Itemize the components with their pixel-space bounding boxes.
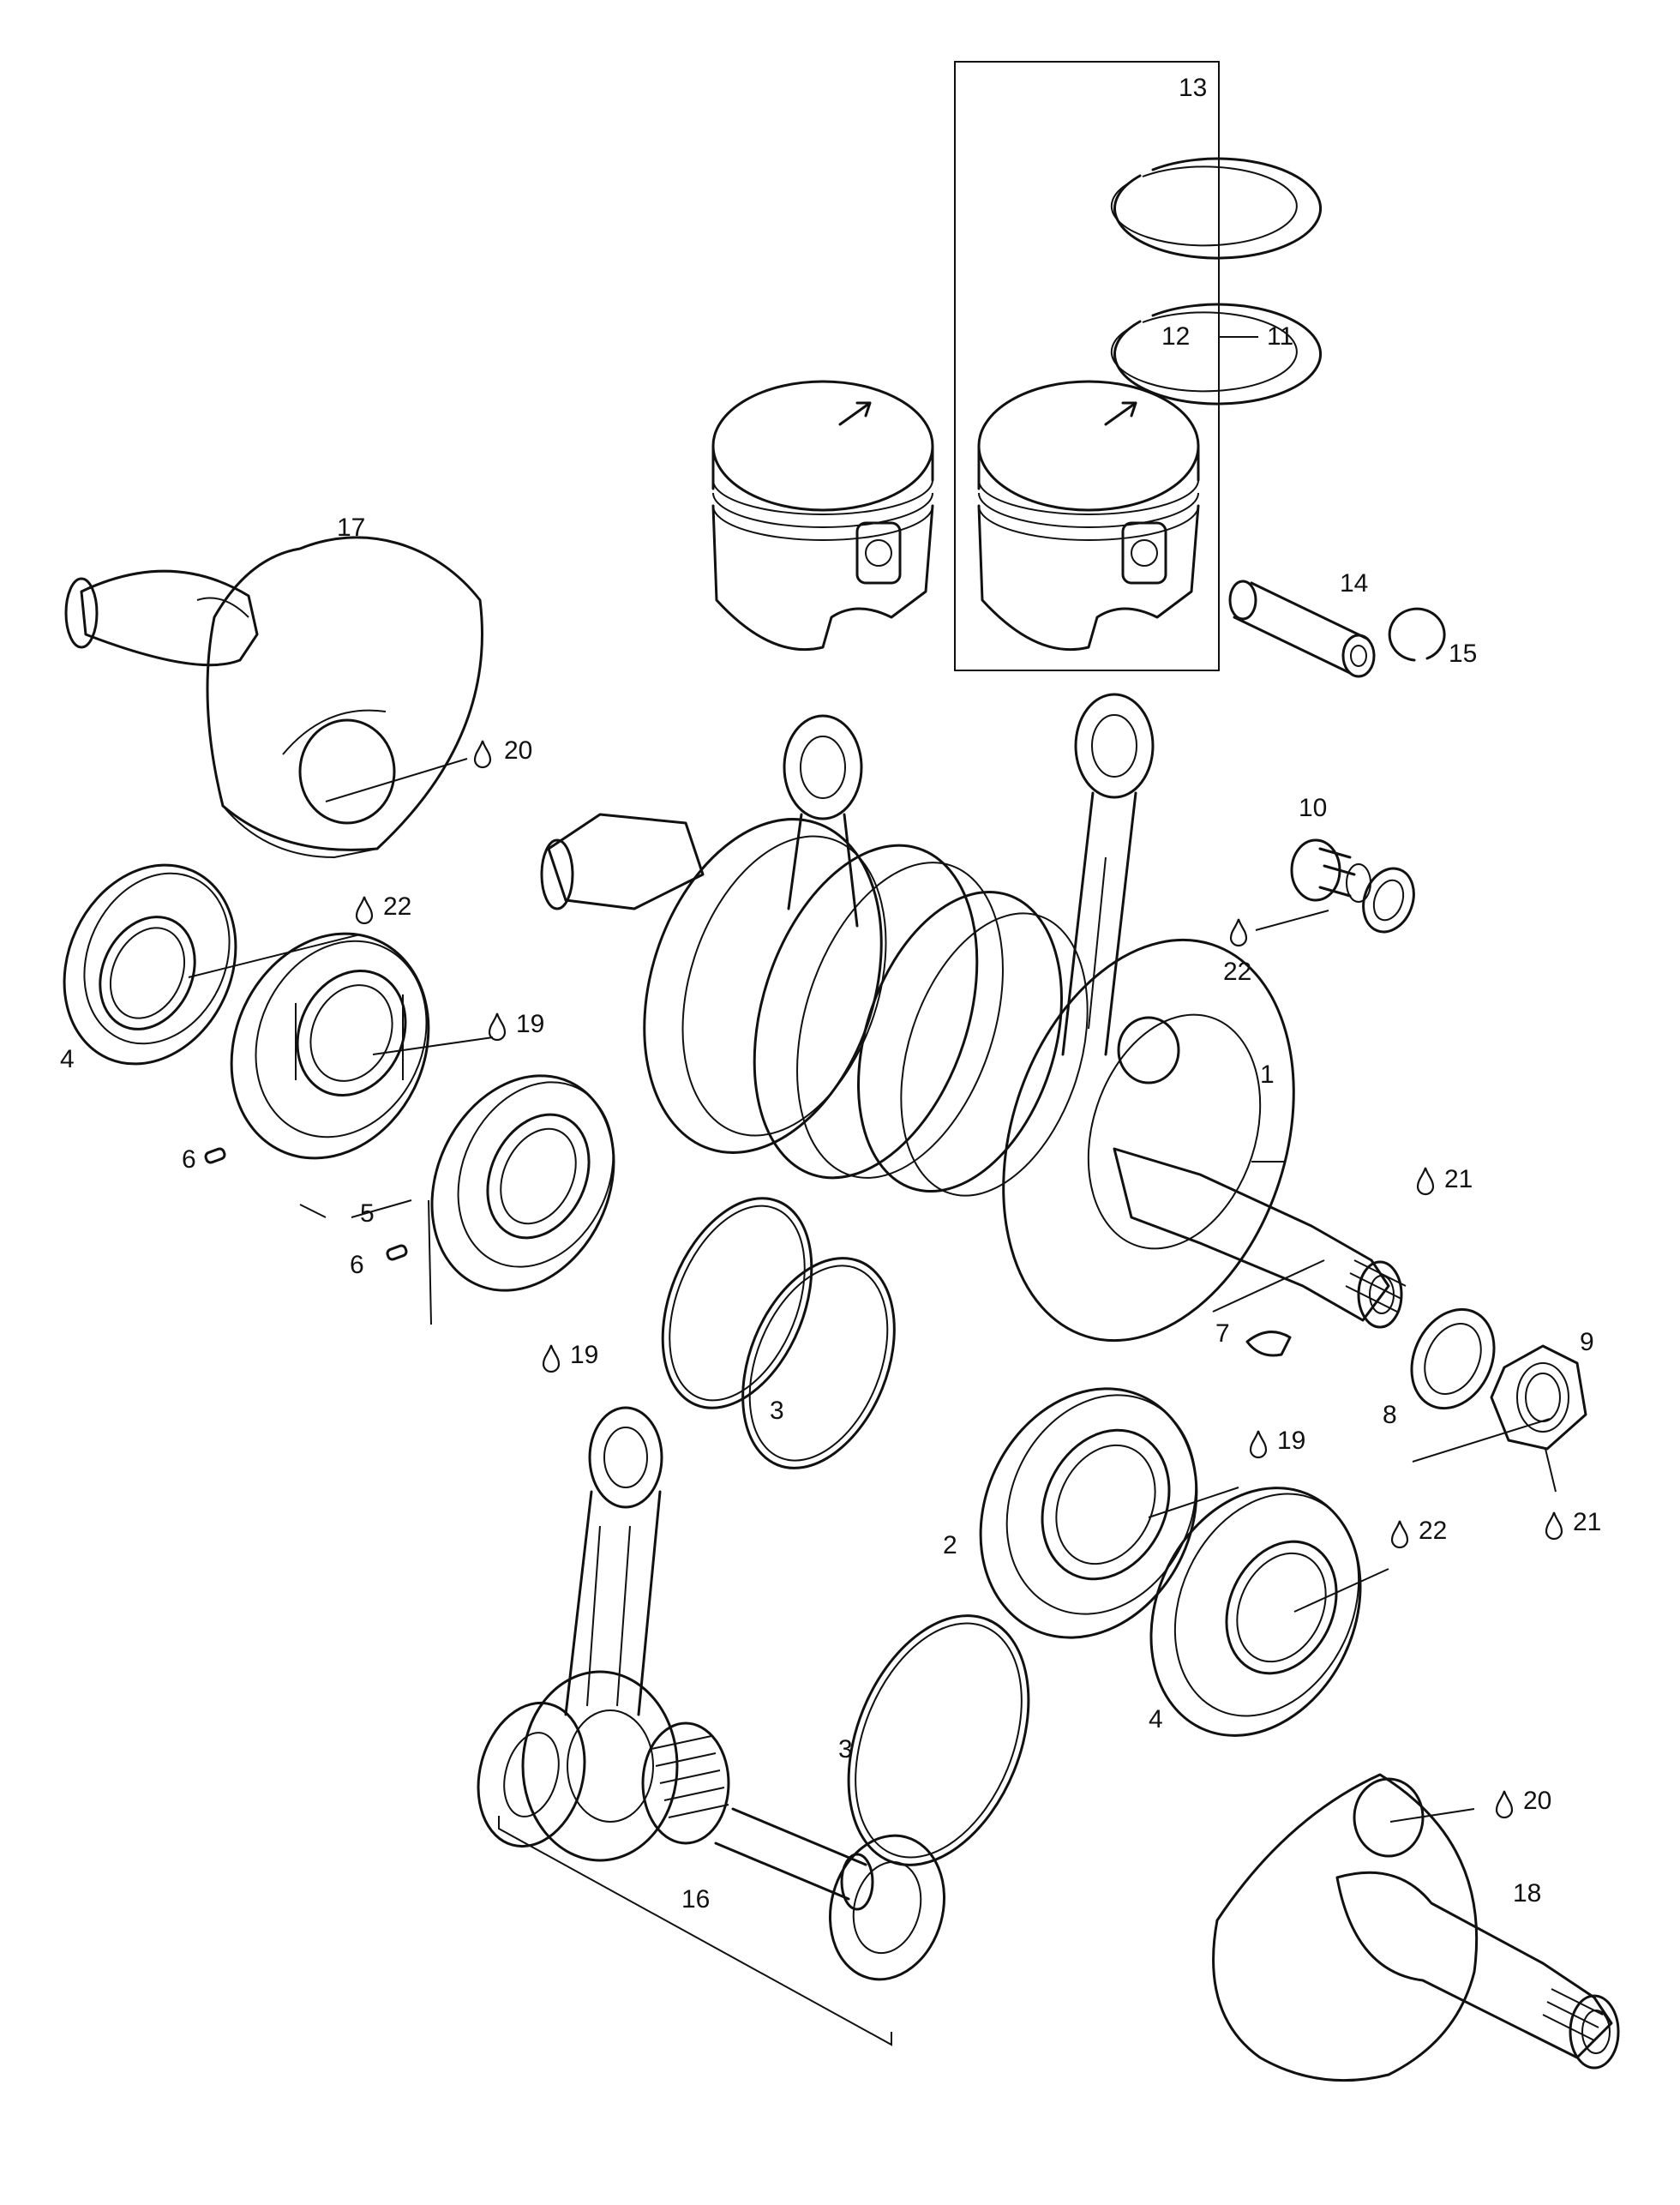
ring-3-lower <box>847 1614 1030 1866</box>
label-12: 12 <box>1161 322 1190 351</box>
label-3: 3 <box>770 1397 784 1425</box>
label-5: 5 <box>360 1199 375 1228</box>
thrust-washer-22 <box>1362 867 1415 934</box>
oil-drop-icon <box>355 895 374 925</box>
piston-left <box>711 380 934 652</box>
label-14: 14 <box>1340 569 1368 598</box>
label-20: 20 <box>1523 1787 1551 1815</box>
crank-half-18 <box>1212 1773 1620 2082</box>
oil-drop-icon <box>473 739 492 769</box>
oil-seal-4-right <box>1149 1487 1362 1737</box>
label-1: 1 <box>1260 1060 1275 1089</box>
label-7: 7 <box>1215 1319 1230 1348</box>
piston-pin-14 <box>1228 580 1376 678</box>
dowel-pin-6-top <box>204 1147 226 1164</box>
oil-drop-icon <box>1545 1511 1563 1541</box>
bearing-2 <box>979 1387 1198 1639</box>
label-11: 11 <box>1267 322 1293 351</box>
crankshaft-assembly-1 <box>540 813 1407 1343</box>
oil-drop-icon <box>1416 1166 1435 1196</box>
label-19: 19 <box>516 1010 544 1038</box>
piston-ring-13 <box>1110 157 1323 260</box>
label-21: 21 <box>1444 1165 1473 1193</box>
woodruff-key-7 <box>1245 1331 1292 1357</box>
piston-ring-12 <box>1110 303 1323 406</box>
label-4: 4 <box>1149 1705 1163 1733</box>
oil-drop-icon <box>1495 1789 1514 1819</box>
oil-drop-icon <box>1229 917 1248 947</box>
dowel-pin-6-bottom <box>386 1244 408 1261</box>
oil-drop-icon <box>488 1012 507 1042</box>
oil-seal-4-left <box>63 863 237 1066</box>
bearing-5 <box>230 932 430 1160</box>
label-22: 22 <box>1223 958 1251 986</box>
oil-drop-icon <box>1390 1519 1409 1549</box>
label-10: 10 <box>1299 794 1327 822</box>
label-15: 15 <box>1449 640 1477 668</box>
label-20: 20 <box>504 736 532 765</box>
conrod-upper-left <box>783 714 863 928</box>
needle-bearing-10 <box>1290 838 1371 903</box>
label-17: 17 <box>337 514 365 542</box>
label-19: 19 <box>1277 1427 1305 1455</box>
label-22: 22 <box>1419 1517 1447 1545</box>
crank-half-17 <box>64 536 483 859</box>
lock-washer-8 <box>1410 1307 1496 1410</box>
oil-drop-icon <box>1249 1429 1268 1459</box>
circlip-15 <box>1388 607 1446 662</box>
label-22: 22 <box>383 892 411 921</box>
label-4: 4 <box>60 1045 75 1073</box>
label-9: 9 <box>1580 1328 1594 1356</box>
label-2: 2 <box>943 1531 957 1559</box>
piston-right <box>977 380 1200 652</box>
label-16: 16 <box>681 1885 710 1914</box>
ring-3-upper <box>661 1197 896 1469</box>
conrod-upper-right <box>1061 693 1155 1056</box>
label-6: 6 <box>350 1251 364 1279</box>
piston-kit-box <box>954 61 1258 671</box>
label-13: 13 <box>1179 74 1207 102</box>
label-18: 18 <box>1513 1879 1541 1908</box>
label-21: 21 <box>1573 1508 1601 1536</box>
oil-drop-icon <box>542 1343 561 1373</box>
conrod-kit-16 <box>477 1406 946 2046</box>
label-6: 6 <box>182 1145 196 1174</box>
label-8: 8 <box>1383 1401 1397 1429</box>
bearing-19-left <box>430 1074 615 1292</box>
leader-lines <box>188 758 1557 1823</box>
label-19: 19 <box>570 1341 598 1369</box>
label-3: 3 <box>838 1735 853 1763</box>
